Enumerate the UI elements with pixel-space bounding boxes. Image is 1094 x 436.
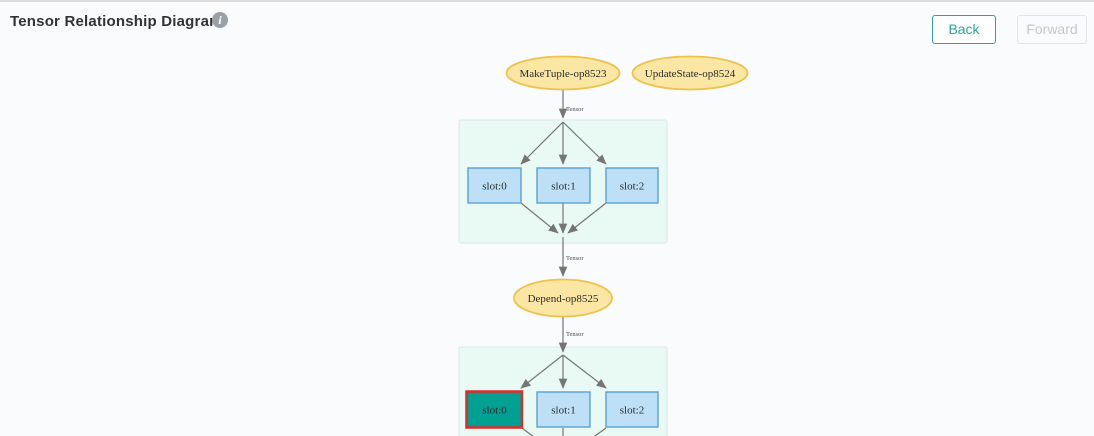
edge-fan2-slot0 (520, 354, 564, 389)
edge-join1-slot0 (520, 202, 559, 234)
slot-node[interactable] (536, 167, 591, 204)
slot-node[interactable] (605, 167, 659, 204)
edge-fan1-slot0 (520, 121, 564, 165)
tensor-edge-label: Tensor (566, 106, 584, 113)
operator-node-depend[interactable] (513, 278, 613, 318)
tensor-edge-label: Tensor (566, 255, 584, 262)
edge-join1-slot2 (567, 202, 607, 234)
edge-fan2-slot2 (562, 354, 607, 389)
slot-node[interactable] (536, 391, 591, 428)
operator-node-maketuple[interactable] (505, 55, 621, 91)
edge-join2-slot0 (521, 427, 534, 436)
panel-header: Tensor Relationship Diagram i Back Forwa… (0, 2, 1094, 48)
tensor-edge-label: Tensor (566, 331, 584, 338)
edge-join2-slot2 (593, 427, 607, 436)
forward-button[interactable]: Forward (1017, 15, 1087, 44)
slot-node[interactable] (467, 167, 522, 204)
operator-node-updatestate[interactable] (631, 55, 749, 91)
selected-slot-node[interactable] (465, 390, 524, 429)
edge-fan1-slot2 (562, 121, 607, 165)
back-button[interactable]: Back (932, 15, 996, 44)
page-title: Tensor Relationship Diagram (10, 13, 223, 30)
slot-node[interactable] (605, 391, 659, 428)
info-icon[interactable]: i (212, 12, 228, 28)
